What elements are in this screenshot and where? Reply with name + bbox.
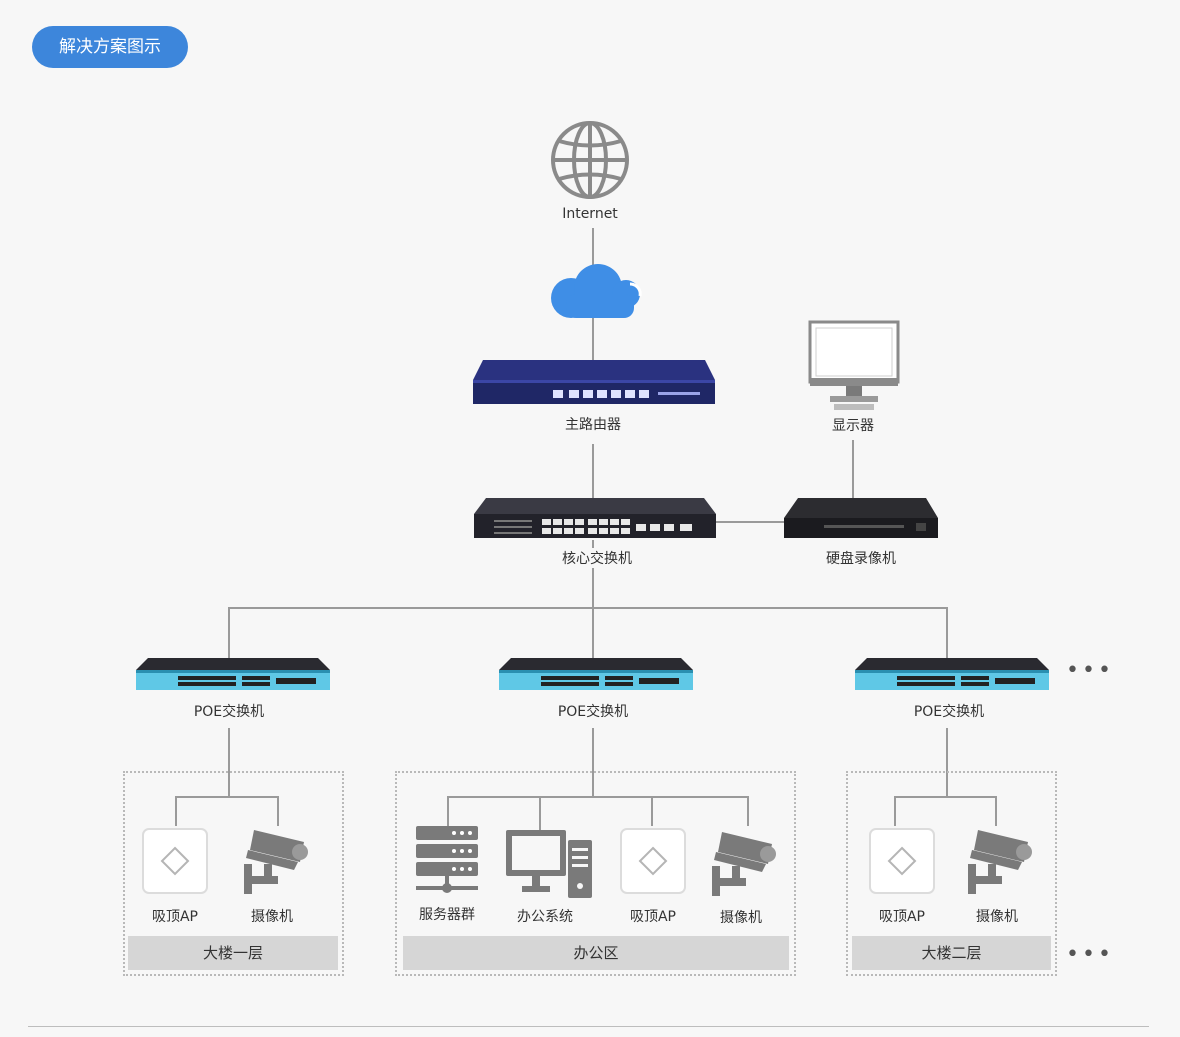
bottom-divider bbox=[28, 1026, 1149, 1027]
zone-floor2-title: 大楼二层 bbox=[852, 936, 1051, 970]
floor1-ap-label: 吸顶AP bbox=[151, 909, 199, 925]
nvr-device bbox=[784, 498, 938, 538]
server-rack-icon bbox=[416, 826, 478, 893]
monitor-icon bbox=[808, 320, 900, 410]
poe-switch-3-device bbox=[855, 658, 1049, 690]
solution-diagram-badge: 解决方案图示 bbox=[32, 26, 188, 68]
office-server-label: 服务器群 bbox=[419, 907, 475, 923]
cloud-icon bbox=[551, 264, 642, 318]
poe-switch-1-device bbox=[136, 658, 330, 690]
ceiling-ap-icon bbox=[142, 828, 208, 894]
camera-icon bbox=[244, 830, 308, 894]
office-ap-label: 吸顶AP bbox=[629, 909, 677, 925]
camera-icon bbox=[712, 832, 776, 896]
nvr-label: 硬盘录像机 bbox=[826, 551, 896, 567]
zone-floor1-title: 大楼一层 bbox=[128, 936, 338, 970]
poe-switch-2-device bbox=[499, 658, 693, 690]
zone-floor1-box bbox=[123, 771, 344, 976]
monitor-label: 显示器 bbox=[832, 418, 874, 434]
office-camera-label: 摄像机 bbox=[720, 910, 762, 926]
core-switch-device bbox=[474, 498, 716, 538]
computer-icon bbox=[506, 830, 592, 898]
floor2-ap-label: 吸顶AP bbox=[878, 909, 926, 925]
floor2-camera-label: 摄像机 bbox=[976, 909, 1018, 925]
ceiling-ap-icon bbox=[620, 828, 686, 894]
router-label: 主路由器 bbox=[565, 417, 621, 433]
more-ellipsis: ••• bbox=[1066, 942, 1114, 967]
zone-floor2-box bbox=[846, 771, 1057, 976]
floor1-camera-label: 摄像机 bbox=[251, 909, 293, 925]
ceiling-ap-icon bbox=[869, 828, 935, 894]
core-switch-label: 核心交换机 bbox=[562, 551, 632, 567]
zone-office-title: 办公区 bbox=[403, 936, 789, 970]
poe-switch-1-label: POE交换机 bbox=[193, 704, 265, 720]
zone-office-box bbox=[395, 771, 796, 976]
camera-icon bbox=[968, 830, 1032, 894]
more-ellipsis: ••• bbox=[1066, 658, 1114, 683]
office-system-label: 办公系统 bbox=[517, 909, 573, 925]
internet-label: Internet bbox=[562, 206, 618, 222]
poe-switch-3-label: POE交换机 bbox=[913, 704, 985, 720]
globe-icon bbox=[551, 121, 629, 199]
poe-switch-2-label: POE交换机 bbox=[557, 704, 629, 720]
router-device bbox=[473, 360, 715, 404]
